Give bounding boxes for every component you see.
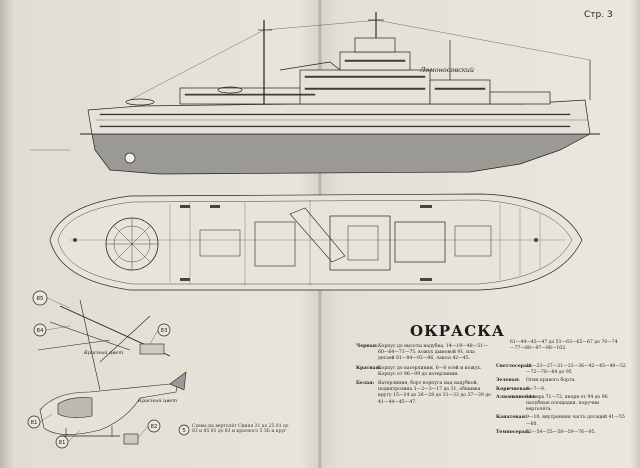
- plan-view: [49, 193, 583, 291]
- callout-85: 85: [37, 296, 44, 302]
- paint-note-item: Темносерая: 52—54—55—58—59—76—95.: [496, 430, 626, 436]
- paint-note-text: 9—10, внутренняя часть дотаций 41—55—60.: [526, 415, 625, 427]
- paint-notes-top: 61—44—45—47 до 51—63—65—67 до 70—74—77—8…: [510, 340, 622, 352]
- paint-note-label: Зеленая:: [496, 378, 520, 384]
- page-number: Стр. 3: [584, 10, 613, 20]
- paint-note-text: Корпус до высоты надубка, 14—19—48—51—60…: [378, 344, 488, 362]
- paint-note-label: Канатовая:: [496, 415, 527, 421]
- paint-note-item: Красная: Корпус до ватерлинии, 6—8 осей …: [356, 366, 492, 378]
- paint-notes-left: Черная: Корпус до высоты надубка, 14—19—…: [356, 344, 492, 406]
- helicopter-note: Схема на вертолёт Синяя 21 до 25 81 до 8…: [192, 424, 289, 434]
- hull-underwater: [91, 133, 591, 175]
- paint-note-label: Алюминиевая:: [496, 394, 537, 400]
- callout-81-a: 81: [31, 420, 38, 426]
- callout-81-b: 81: [59, 440, 66, 446]
- paint-note-item: Светлосерая: 11—23—27—31—33—36—42—45—49—…: [496, 364, 626, 376]
- paint-note-label: Коричневая:: [496, 386, 531, 392]
- paint-note-text: 14 верх 71—72, якоря от 94 до 96 палубны…: [526, 394, 608, 413]
- paint-note-text: Корпус до ватерлинии, 6—8 осей и кожух. …: [378, 365, 482, 377]
- paint-note-label: Темносерая:: [496, 429, 530, 435]
- section-title: ОКРАСКА: [410, 322, 506, 340]
- paint-note-text: Огни правого борта.: [526, 378, 576, 384]
- helicopter-fuselage: [39, 379, 179, 435]
- paint-note-label: Красная:: [356, 365, 381, 371]
- paint-note-item: Коричневая: 6—7—9.: [496, 387, 626, 393]
- callout-5: 5: [182, 428, 186, 434]
- paint-note-text: 11—23—27—31—33—36—42—45—49—52—72—76—84 д…: [526, 364, 626, 376]
- paint-note-top-text: 61—44—45—47 до 51—63—65—67 до 70—74—77—8…: [510, 340, 618, 352]
- paint-note-text: Ватерлиния, борт корпуса над надубкой, п…: [378, 381, 491, 405]
- paint-note-text: 52—54—55—58—59—76—95.: [526, 429, 596, 435]
- paint-note-label: Белая:: [356, 381, 375, 387]
- callout-84: 84: [37, 328, 44, 334]
- paint-note-item: Канатовая: 9—10, внутренняя часть дотаци…: [496, 415, 626, 427]
- paint-notes-right: Светлосерая: 11—23—27—31—33—36—42—45—49—…: [496, 364, 626, 436]
- paint-note-item: Черная: Корпус до высоты надубка, 14—19—…: [356, 344, 492, 363]
- side-view: [30, 12, 600, 175]
- hull-topside: [87, 99, 591, 135]
- paint-note-text: 6—7—9.: [526, 386, 546, 392]
- callout-83: 83: [161, 328, 168, 334]
- caption-red-color-2: Красный цвет: [138, 398, 178, 404]
- helicopter-detail: 85 84 83 81 81 82 5: [27, 290, 190, 449]
- paint-note-item: Зеленая: Огни правого борта.: [496, 378, 626, 384]
- deck-outline: [49, 193, 583, 291]
- callout-82: 82: [151, 424, 158, 430]
- caption-red-color-1: Красный цвет: [84, 350, 124, 356]
- paint-note-label: Черная:: [356, 344, 378, 349]
- paint-note-item: Белая: Ватерлиния, борт корпуса над наду…: [356, 381, 492, 406]
- paint-note-item: Алюминиевая: 14 верх 71—72, якоря от 94 …: [496, 395, 626, 414]
- ship-name-label: Ломоносовский: [419, 66, 474, 74]
- paint-note-label: Светлосерая:: [496, 364, 532, 369]
